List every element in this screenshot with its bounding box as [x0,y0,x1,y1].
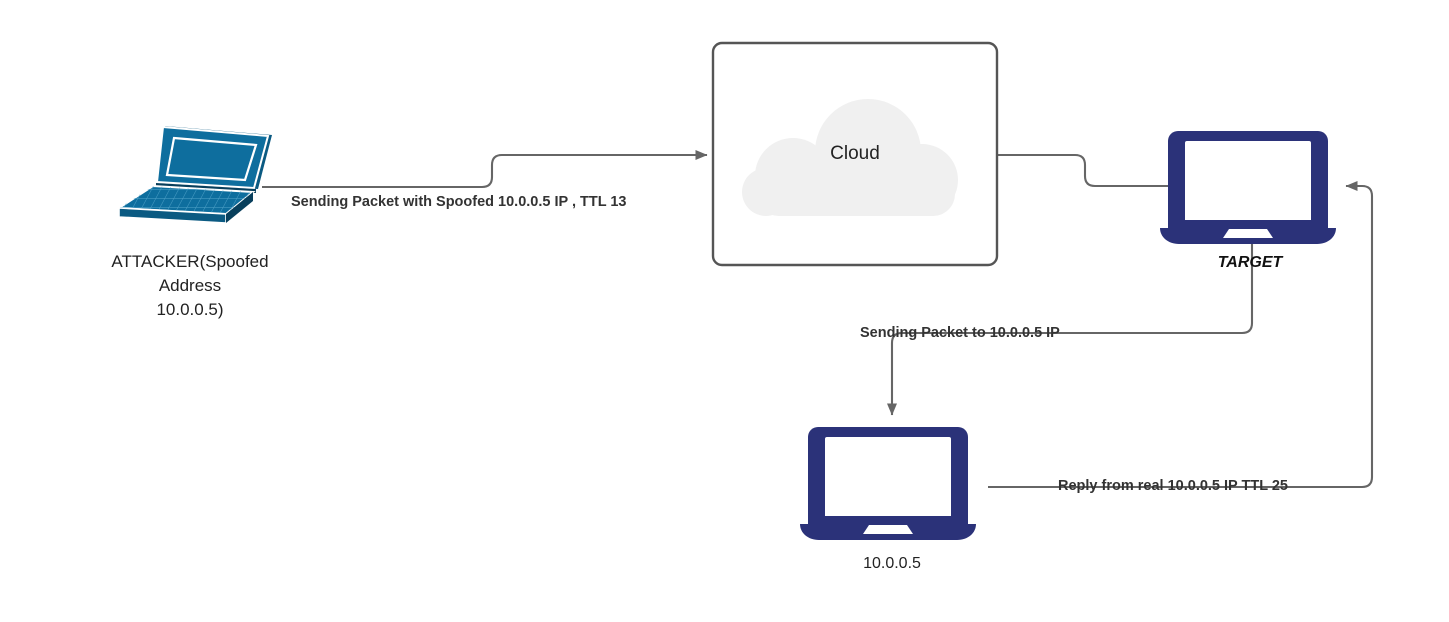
connector-cloud-to-target [997,153,1172,188]
attacker-laptop-icon[interactable] [115,125,272,224]
attacker-label-line1: ATTACKER(Spoofed [111,252,269,271]
connector-target-to-real-host [887,243,1254,416]
attacker-label-line2: Address [158,276,222,295]
connector-label-real-host-to-target: Reply from real 10.0.0.5 IP TTL 25 [1058,478,1288,494]
real-host-label: 10.0.0.5 [863,555,921,572]
connector-real-host-to-target [988,181,1374,489]
cloud-icon [742,99,958,216]
target-label: TARGET [1217,254,1283,271]
real-host-laptop-icon[interactable] [800,427,976,540]
connector-label-target-to-real-host: Sending Packet to 10.0.0.5 IP [860,325,1060,341]
cloud-container[interactable] [711,41,999,267]
connector-label-attacker-to-cloud: Sending Packet with Spoofed 10.0.0.5 IP … [291,194,627,210]
connector-attacker-to-cloud [262,150,708,189]
cloud-label: Cloud [830,143,880,164]
attacker-label-line3: 10.0.0.5) [156,300,224,319]
target-laptop-icon[interactable] [1160,131,1336,244]
